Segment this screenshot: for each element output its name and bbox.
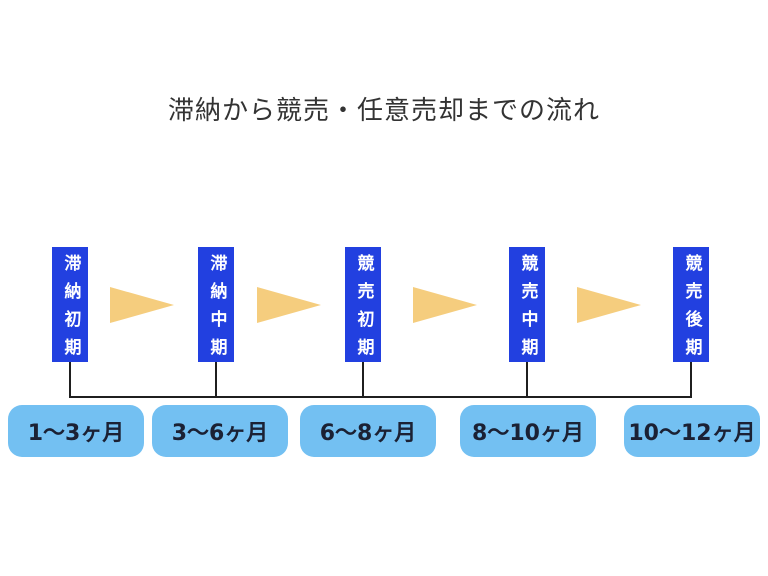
stage-box-keibai-shoki: 競売初期 — [345, 247, 381, 366]
stage-box-keibai-kouki: 競売後期 — [673, 247, 709, 366]
connector-vline — [215, 362, 217, 398]
stage-label: 滞納中期 — [206, 254, 227, 366]
right-arrow-icon — [413, 287, 477, 323]
stage-label: 競売初期 — [353, 254, 374, 366]
stage-label: 競売中期 — [517, 254, 538, 366]
period-badge: 8〜10ヶ月 — [460, 405, 596, 457]
connector-vline — [69, 362, 71, 398]
right-arrow-icon — [110, 287, 174, 323]
period-badge: 3〜6ヶ月 — [152, 405, 288, 457]
connector-vline — [526, 362, 528, 398]
connector-vline — [362, 362, 364, 398]
diagram-title: 滞納から競売・任意売却までの流れ — [168, 96, 601, 126]
connector-hline — [69, 396, 692, 398]
stage-box-tainou-shoki: 滞納初期 — [52, 247, 88, 366]
stage-box-tainou-chuki: 滞納中期 — [198, 247, 234, 366]
period-badge: 10〜12ヶ月 — [624, 405, 760, 457]
stage-box-keibai-chuki: 競売中期 — [509, 247, 545, 366]
right-arrow-icon — [577, 287, 641, 323]
right-arrow-icon — [257, 287, 321, 323]
stage-label: 競売後期 — [681, 254, 702, 366]
period-badge: 1〜3ヶ月 — [8, 405, 144, 457]
stage-label: 滞納初期 — [60, 254, 81, 366]
connector-vline — [690, 362, 692, 398]
period-badge: 6〜8ヶ月 — [300, 405, 436, 457]
